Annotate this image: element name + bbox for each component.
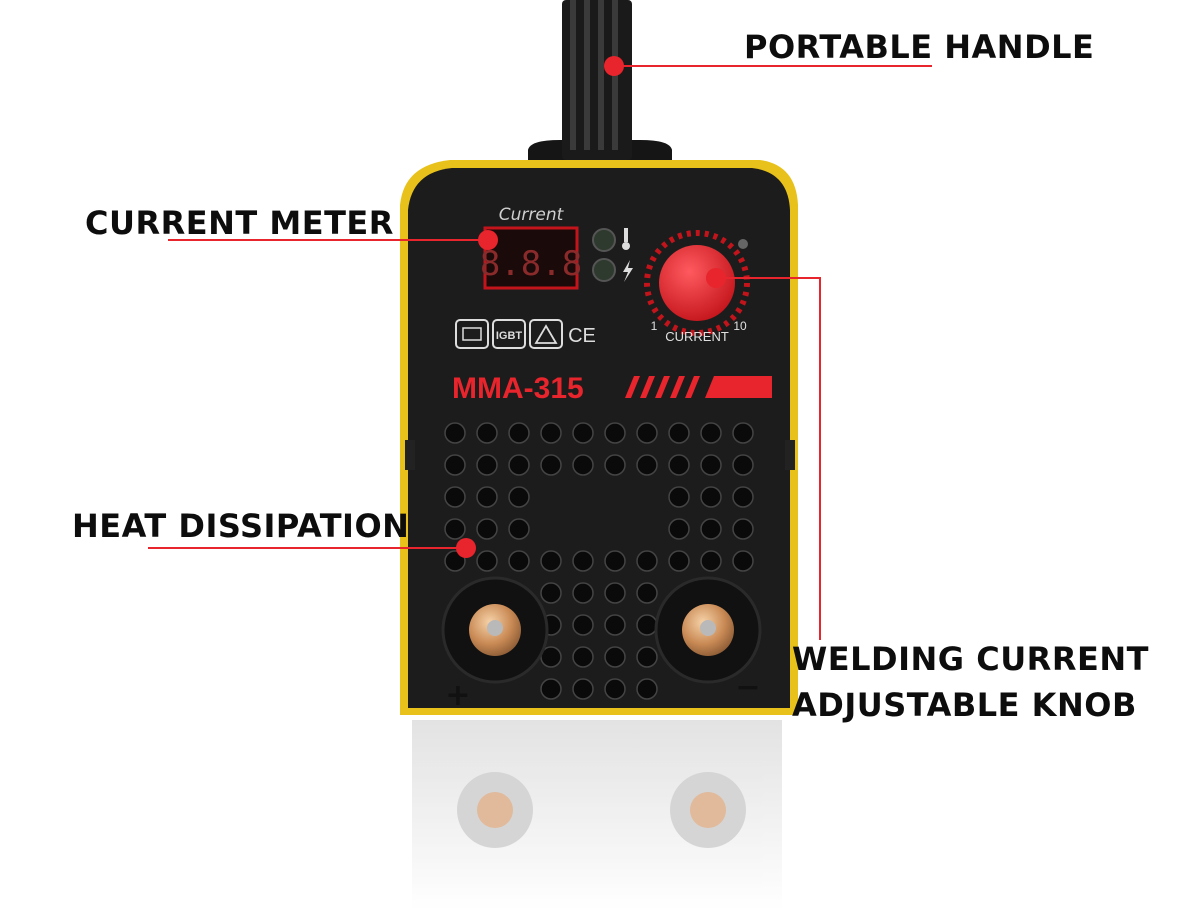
callout-knob: WELDING CURRENT ADJUSTABLE KNOB bbox=[792, 636, 1149, 728]
knob-label: CURRENT bbox=[665, 329, 729, 344]
display-label: Current bbox=[499, 205, 565, 225]
terminal-pos-label: + bbox=[445, 678, 470, 713]
handle-dot bbox=[604, 56, 624, 76]
callout-portable-handle: PORTABLE HANDLE bbox=[744, 28, 1095, 66]
knob-dot bbox=[706, 268, 726, 288]
model-name: MMA-315 bbox=[452, 372, 584, 405]
callout-leaders bbox=[148, 65, 932, 640]
heat-dot bbox=[456, 538, 476, 558]
current-knob: CURRENT 1 10 bbox=[644, 230, 750, 344]
terminal-neg-label: − bbox=[735, 670, 760, 705]
knob-min: 1 bbox=[651, 319, 658, 333]
callout-knob-line2: ADJUSTABLE KNOB bbox=[792, 686, 1137, 724]
callout-knob-line1: WELDING CURRENT bbox=[792, 640, 1149, 678]
indicator-lights bbox=[592, 228, 633, 282]
terminal-negative: − bbox=[654, 576, 762, 705]
thermometer-icon bbox=[622, 228, 630, 250]
callout-current-meter: CURRENT METER bbox=[85, 204, 394, 242]
igbt-badge: IGBT bbox=[496, 330, 523, 342]
display-value: 8.8.8 bbox=[480, 244, 582, 284]
ce-mark: CE bbox=[568, 325, 596, 347]
lightning-icon bbox=[623, 260, 633, 282]
floor-reflection bbox=[412, 720, 782, 911]
certification-icons: IGBT CE bbox=[455, 319, 596, 349]
terminal-positive: + bbox=[441, 576, 549, 713]
meter-dot bbox=[478, 230, 498, 250]
machine-icon bbox=[455, 319, 489, 349]
warning-icon bbox=[534, 324, 558, 344]
callout-heat-dissipation: HEAT DISSIPATION bbox=[72, 507, 410, 545]
knob-max: 10 bbox=[733, 319, 747, 333]
model-label: MMA-315 bbox=[452, 372, 772, 405]
current-meter: Current 8.8.8 bbox=[480, 205, 582, 290]
portable-handle bbox=[528, 0, 672, 162]
heat-vents bbox=[444, 422, 754, 700]
